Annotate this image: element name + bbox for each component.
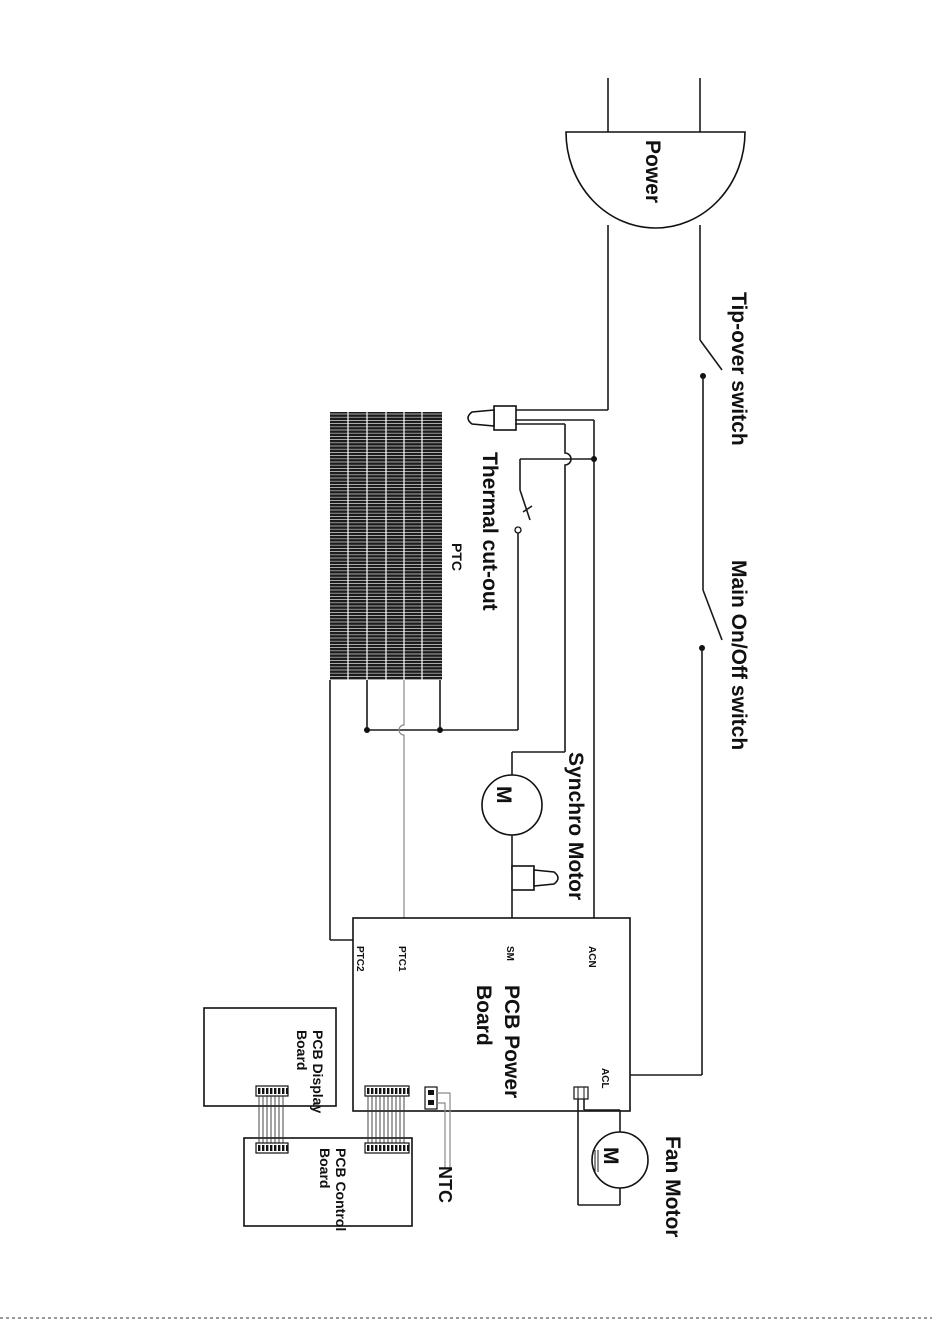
- synchro-motor-symbol: M: [492, 786, 515, 804]
- thermal-fuse-tip: [468, 410, 494, 426]
- tip-over-switch-label: Tip-over switch: [727, 292, 750, 446]
- tip-over-switch-blade: [700, 340, 722, 370]
- ntc-label: NTC: [435, 1166, 455, 1203]
- thermal-cutout-contact: [515, 527, 521, 533]
- pcb-power-label-line2: Board: [472, 985, 495, 1046]
- ptc-wiring: [330, 680, 443, 943]
- main-switch-blade: [703, 590, 722, 640]
- pin-acn: ACN: [586, 946, 597, 968]
- pin-ptc2: PTC2: [354, 946, 365, 972]
- pin-sm: SM: [504, 946, 515, 961]
- pcb-display-label-line1: PCB Display: [310, 1030, 326, 1113]
- pin-acl: ACL: [599, 1068, 610, 1089]
- pin-ptc1: PTC1: [396, 946, 407, 972]
- synchro-motor-fuse-body: [512, 866, 534, 890]
- ptc-label: PTC: [449, 543, 465, 571]
- power-label: Power: [641, 140, 664, 203]
- pcb-control-label-line1: PCB Control: [333, 1148, 349, 1231]
- fan-motor-label: Fan Motor: [661, 1136, 684, 1237]
- ptc-heater-element: [330, 412, 442, 680]
- thermal-cutout-blade: [520, 490, 530, 520]
- pcb-power-label-line1: PCB Power: [500, 985, 523, 1098]
- pcb-display-label-line2: Board: [294, 1030, 310, 1070]
- thermal-fuse-body: [494, 406, 516, 430]
- fan-motor-symbol: M: [599, 1147, 622, 1165]
- synchro-motor-fuse-tip: [534, 870, 558, 886]
- synchro-motor-circle: [482, 775, 542, 835]
- power-plug: Power: [566, 78, 745, 228]
- thermal-cutout-label: Thermal cut-out: [478, 452, 501, 611]
- thermal-cutout: [440, 459, 594, 730]
- pcb-control-label-line2: Board: [317, 1148, 333, 1188]
- main-switch-label: Main On/Off switch: [727, 560, 750, 750]
- synchro-motor-label: Synchro Motor: [564, 752, 587, 900]
